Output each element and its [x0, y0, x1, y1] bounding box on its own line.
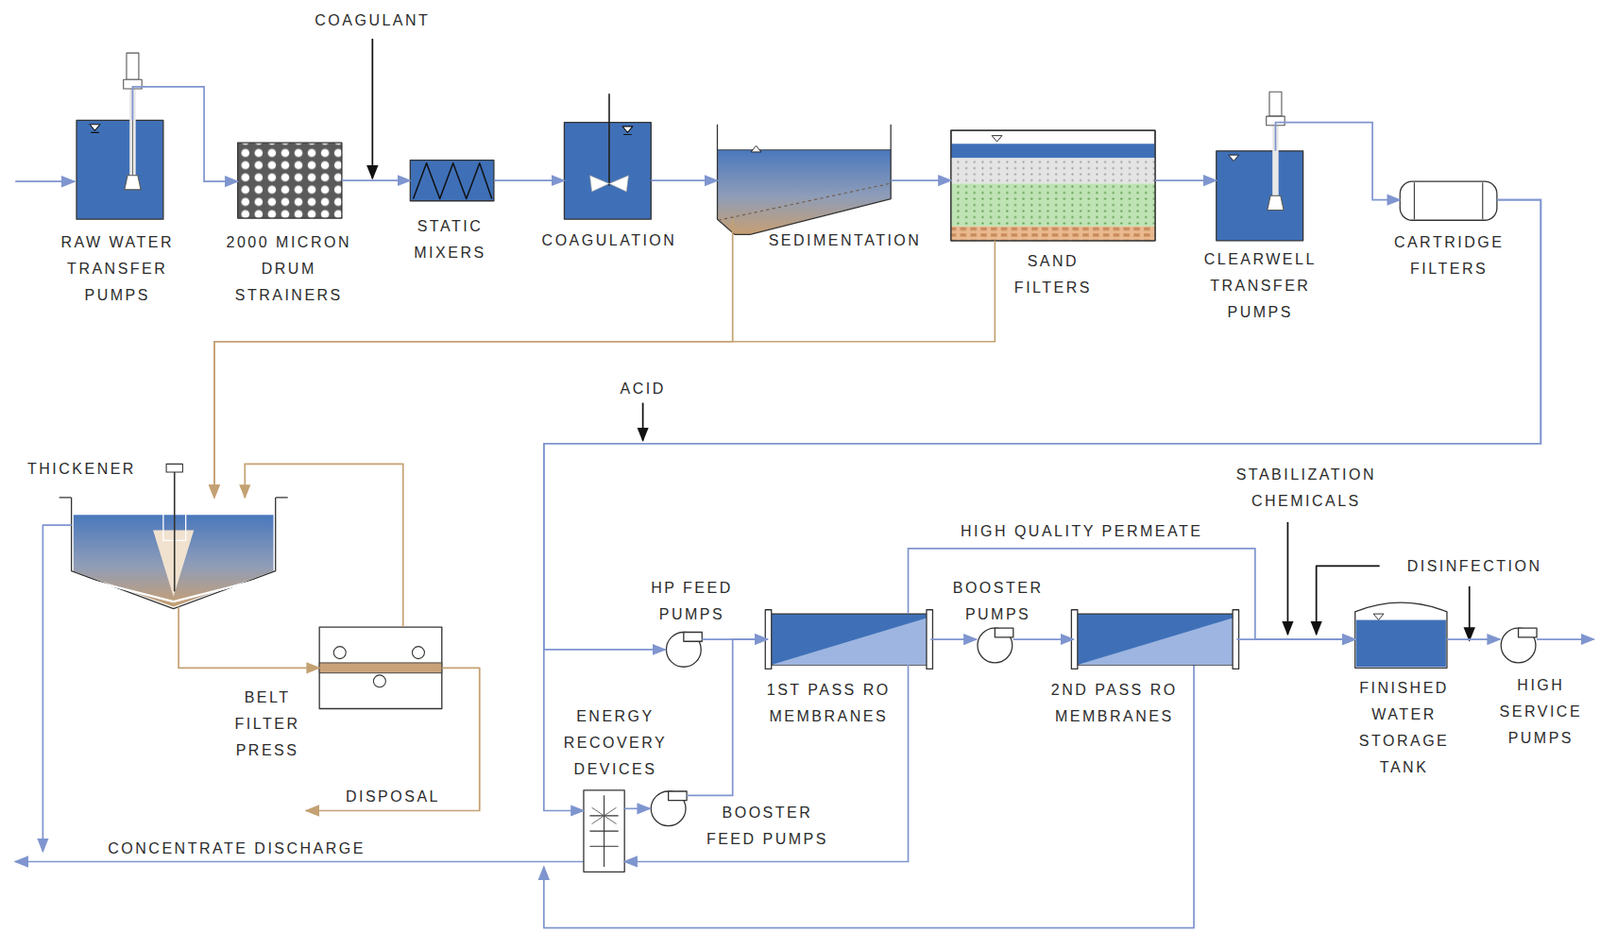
energy-recovery-device: ENERGY RECOVERY DEVICES [583, 790, 625, 872]
chemical-feed-label: DISINFECTION [1384, 557, 1565, 577]
flow-line [214, 240, 995, 498]
equipment-label: CARTRIDGE FILTERS [1378, 229, 1520, 283]
pump: BOOSTER FEED PUMPS [649, 790, 687, 828]
stream-label: DISPOSAL [326, 787, 460, 807]
flow-line [624, 807, 650, 810]
chemical-feed-label: STABILIZATION CHEMICALS [1207, 461, 1406, 515]
thickener: THICKENER [71, 497, 276, 608]
raw-water-pumps: RAW WATER TRANSFER PUMPS [76, 119, 164, 220]
flow-line [132, 86, 238, 182]
sand-filter: SAND FILTERS [951, 130, 1156, 241]
equipment-label: 2000 MICRON DRUM STRAINERS [215, 229, 362, 309]
equipment-label: 2ND PASS RO MEMBRANES [1034, 677, 1195, 731]
flow-line [1275, 122, 1400, 201]
flow-line [686, 639, 767, 796]
flow-line [908, 548, 1356, 640]
flow-line [624, 664, 908, 862]
pump: HIGH SERVICE PUMPS [1499, 627, 1537, 664]
flow-line [544, 200, 1542, 812]
equipment-label: BOOSTER PUMPS [936, 575, 1060, 629]
equipment-label: FINISHED WATER STORAGE TANK [1343, 675, 1466, 782]
flow-line [544, 200, 1542, 650]
ro-membrane: 1ST PASS RO MEMBRANES [766, 613, 931, 665]
chemical-feed-label: COAGULANT [277, 11, 467, 31]
equipment-label: BELT FILTER PRESS [220, 684, 315, 765]
flow-line [1236, 638, 1355, 641]
flow-line [890, 179, 952, 182]
pump: HP FEED PUMPS [664, 630, 702, 668]
stream-label: HIGH QUALITY PERMEATE [925, 522, 1238, 542]
equipment-label: THICKENER [15, 456, 148, 483]
equipment-label: RAW WATER TRANSFER PUMPS [46, 229, 188, 309]
equipment-label: SAND FILTERS [996, 248, 1110, 302]
chemical-feed-label: ACID [595, 379, 691, 399]
clearwell-tank: CLEARWELL TRANSFER PUMPS [1216, 151, 1304, 241]
equipment-label: CLEARWELL TRANSFER PUMPS [1189, 246, 1331, 326]
flow-line [930, 638, 977, 641]
storage-tank: FINISHED WATER STORAGE TANK [1355, 601, 1447, 668]
equipment-label: HP FEED PUMPS [634, 575, 749, 629]
flow-line [1446, 638, 1500, 641]
equipment-label: HIGH SERVICE PUMPS [1483, 672, 1598, 752]
flow-line [650, 179, 717, 182]
stream-label: CONCENTRATE DISCHARGE [76, 839, 398, 859]
equipment-label: STATIC MIXERS [392, 213, 507, 267]
flow-line [244, 463, 403, 628]
static-mixer: STATIC MIXERS [409, 160, 494, 202]
flow-line [493, 179, 565, 182]
pump: BOOSTER PUMPS [976, 627, 1014, 664]
flow-line [1013, 638, 1074, 641]
sedimentation-basin: SEDIMENTATION [716, 124, 891, 220]
equipment-label: ENERGY RECOVERY DEVICES [544, 703, 686, 783]
equipment-label: BOOSTER FEED PUMPS [696, 800, 838, 853]
drum-strainer: 2000 MICRON DRUM STRAINERS [238, 142, 342, 219]
coagulation-tank: COAGULATION [563, 122, 651, 221]
cartridge-filter: CARTRIDGE FILTERS [1399, 181, 1498, 221]
equipment-label: COAGULATION [514, 227, 704, 255]
equipment-label: 1ST PASS RO MEMBRANES [748, 677, 909, 731]
belt-filter-press: BELT FILTER PRESS [319, 627, 443, 709]
equipment-label: SEDIMENTATION [741, 227, 950, 255]
flow-line [178, 607, 320, 669]
ro-membrane: 2ND PASS RO MEMBRANES [1073, 613, 1238, 665]
flow-line [214, 219, 733, 498]
flow-line [341, 179, 410, 182]
flow-line [1155, 179, 1217, 182]
